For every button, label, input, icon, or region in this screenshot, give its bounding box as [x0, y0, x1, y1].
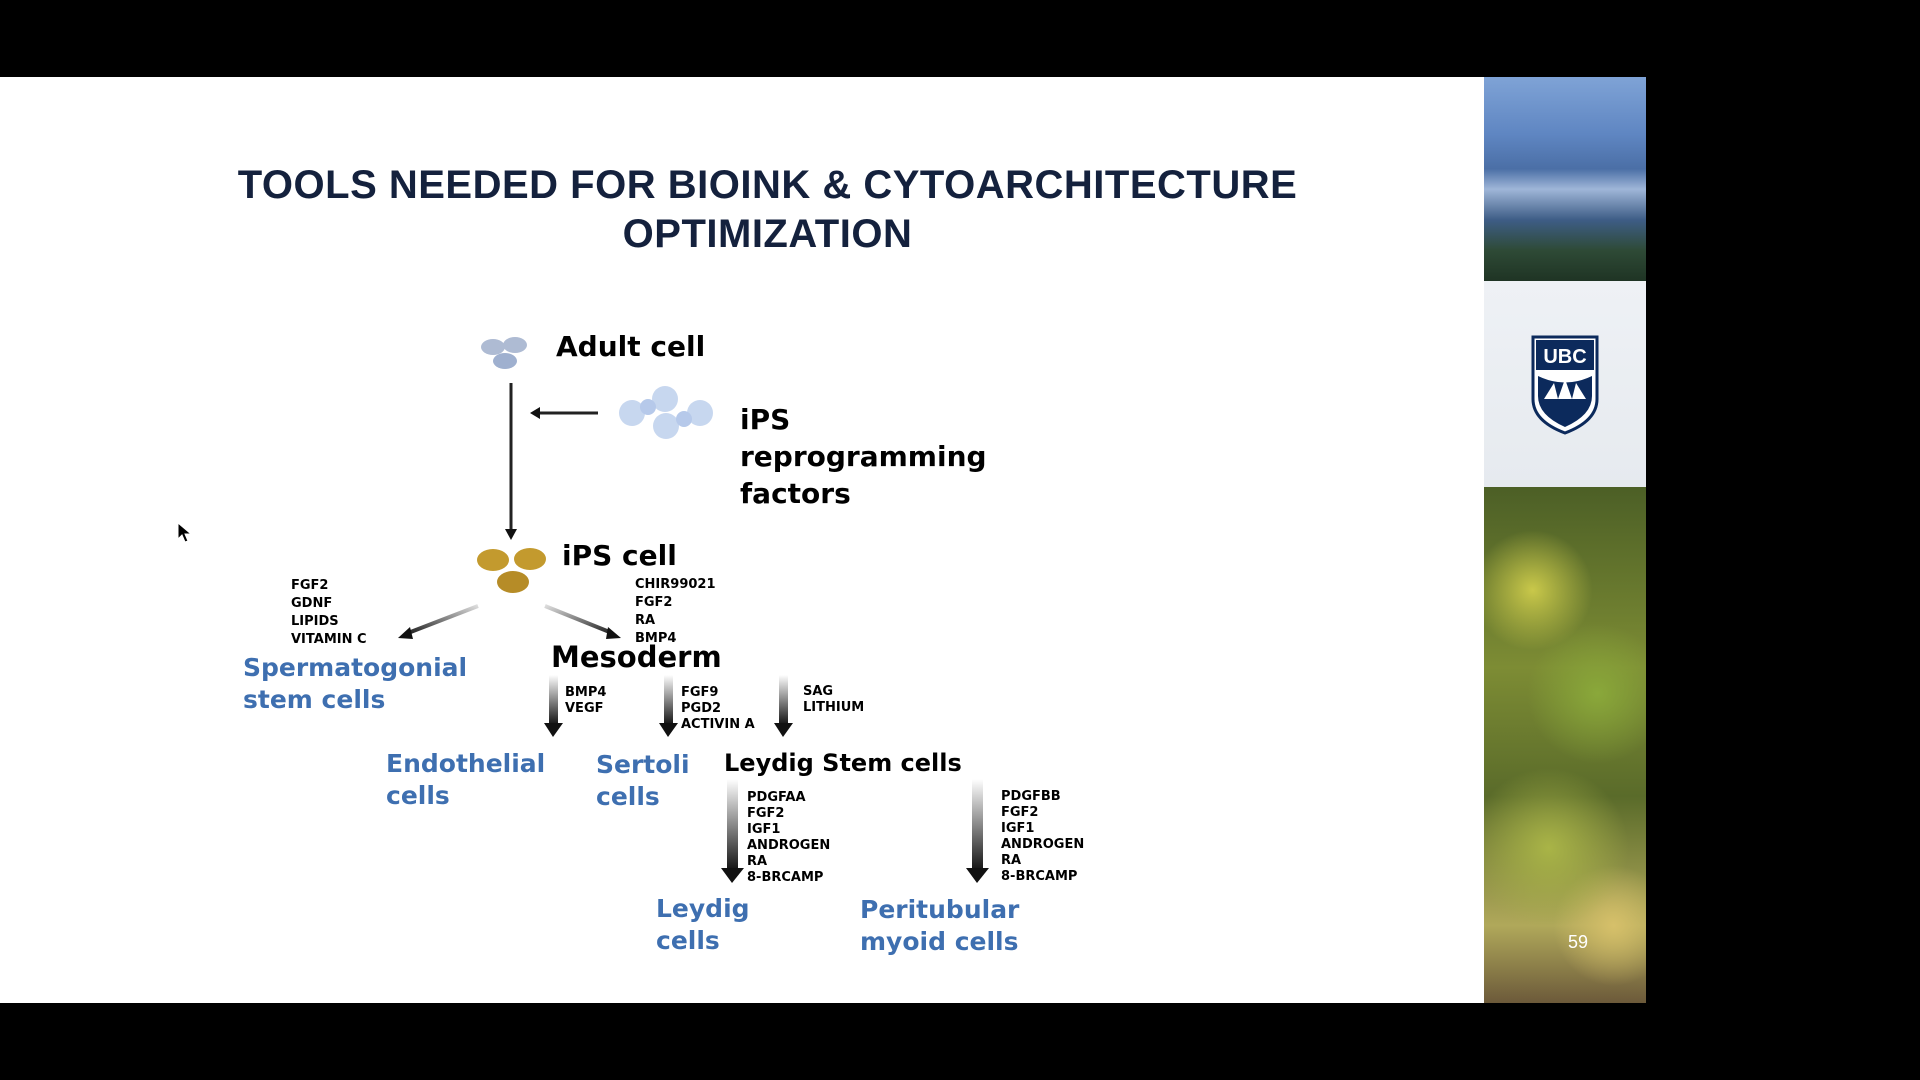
leydig-stem-label: Leydig Stem cells: [724, 749, 962, 777]
svg-text:ACTIVIN A: ACTIVIN A: [681, 717, 755, 732]
left-factors-list: FGF2 GDNF LIPIDS VITAMIN C: [291, 578, 367, 647]
svg-text:RA: RA: [635, 613, 655, 628]
ubc-logo-text: UBC: [1543, 346, 1586, 368]
logo-panel: UBC: [1484, 281, 1646, 487]
mesoderm-label: Mesoderm: [551, 640, 722, 674]
reprogramming-factors-icon: [619, 386, 713, 439]
svg-text:CHIR99021: CHIR99021: [635, 577, 716, 592]
leydig-label-line-1: Leydig: [656, 894, 750, 923]
endothelial-label-line-1: Endothelial: [386, 749, 545, 778]
sertoli-factors-list: FGF9 PGD2 ACTIVIN A: [681, 685, 755, 732]
landscape-photo-top: [1484, 77, 1646, 281]
ips-factors-line-3: factors: [740, 477, 851, 510]
svg-text:8-BRCAMP: 8-BRCAMP: [1001, 869, 1077, 884]
leydig-label-line-2: cells: [656, 926, 720, 955]
svg-text:BMP4: BMP4: [565, 685, 606, 700]
mouse-cursor-icon: [177, 522, 193, 543]
sertoli-label-line-2: cells: [596, 782, 660, 811]
svg-text:ANDROGEN: ANDROGEN: [747, 838, 830, 853]
svg-text:PGD2: PGD2: [681, 701, 721, 716]
peritubular-label-line-2: myoid cells: [860, 927, 1018, 956]
svg-text:VEGF: VEGF: [565, 701, 604, 716]
endothelial-factors-list: BMP4 VEGF: [565, 685, 606, 716]
arrow-to-mesoderm: [544, 604, 613, 635]
spermatogonial-label-line-1: Spermatogonial: [243, 653, 467, 682]
svg-text:FGF9: FGF9: [681, 685, 718, 700]
peritubular-label-line-1: Peritubular: [860, 895, 1020, 924]
slide: TOOLS NEEDED FOR BIOINK & CYTOARCHITECTU…: [0, 77, 1646, 1003]
adult-cell-icon: [481, 337, 527, 369]
svg-text:IGF1: IGF1: [1001, 821, 1034, 836]
ips-factors-line-1: iPS: [740, 403, 790, 436]
right-factors-list: CHIR99021 FGF2 RA BMP4: [635, 577, 716, 646]
svg-text:PDGFAA: PDGFAA: [747, 790, 806, 805]
svg-text:8-BRCAMP: 8-BRCAMP: [747, 870, 823, 885]
svg-text:GDNF: GDNF: [291, 596, 332, 611]
svg-text:FGF2: FGF2: [635, 595, 672, 610]
svg-text:LITHIUM: LITHIUM: [803, 700, 864, 715]
mesoderm-branch-arrows: [544, 675, 793, 737]
arrow-head: [505, 529, 517, 540]
leydig-branch-arrows: [721, 779, 989, 883]
leydig-factors-list: PDGFAA FGF2 IGF1 ANDROGEN RA 8-BRCAMP: [747, 790, 830, 885]
svg-text:RA: RA: [1001, 853, 1021, 868]
svg-text:FGF2: FGF2: [1001, 805, 1038, 820]
slide-side-banner: UBC 59: [1484, 77, 1646, 1003]
ips-factors-line-2: reprogramming: [740, 440, 987, 473]
ips-cell-label: iPS cell: [562, 539, 677, 572]
svg-text:RA: RA: [747, 854, 767, 869]
svg-text:FGF2: FGF2: [291, 578, 328, 593]
slide-page-number: 59: [1568, 932, 1589, 952]
svg-text:VITAMIN C: VITAMIN C: [291, 632, 367, 647]
svg-text:FGF2: FGF2: [747, 806, 784, 821]
ips-cell-icon: [477, 548, 546, 593]
spermatogonial-label-line-2: stem cells: [243, 685, 385, 714]
slide-title-line-1: TOOLS NEEDED FOR BIOINK & CYTOARCHITECTU…: [237, 163, 1298, 207]
leydig-stem-factors-list: SAG LITHIUM: [803, 684, 864, 715]
svg-text:PDGFBB: PDGFBB: [1001, 789, 1061, 804]
svg-text:SAG: SAG: [803, 684, 833, 699]
peritubular-factors-list: PDGFBB FGF2 IGF1 ANDROGEN RA 8-BRCAMP: [1001, 789, 1084, 884]
forest-photo-bottom: [1484, 487, 1646, 1003]
slide-title-line-2: OPTIMIZATION: [622, 212, 913, 256]
arrow-to-spermatogonial: [407, 604, 479, 635]
cell-differentiation-diagram: Adult cell iPS reprogramming factors: [243, 330, 1084, 956]
svg-text:BMP4: BMP4: [635, 631, 676, 646]
svg-text:LIPIDS: LIPIDS: [291, 614, 339, 629]
svg-text:IGF1: IGF1: [747, 822, 780, 837]
slide-title: TOOLS NEEDED FOR BIOINK & CYTOARCHITECTU…: [0, 161, 1535, 259]
adult-cell-label: Adult cell: [556, 330, 705, 363]
ubc-logo: UBC: [1531, 335, 1599, 435]
sertoli-label-line-1: Sertoli: [596, 750, 690, 779]
svg-text:ANDROGEN: ANDROGEN: [1001, 837, 1084, 852]
endothelial-label-line-2: cells: [386, 781, 450, 810]
